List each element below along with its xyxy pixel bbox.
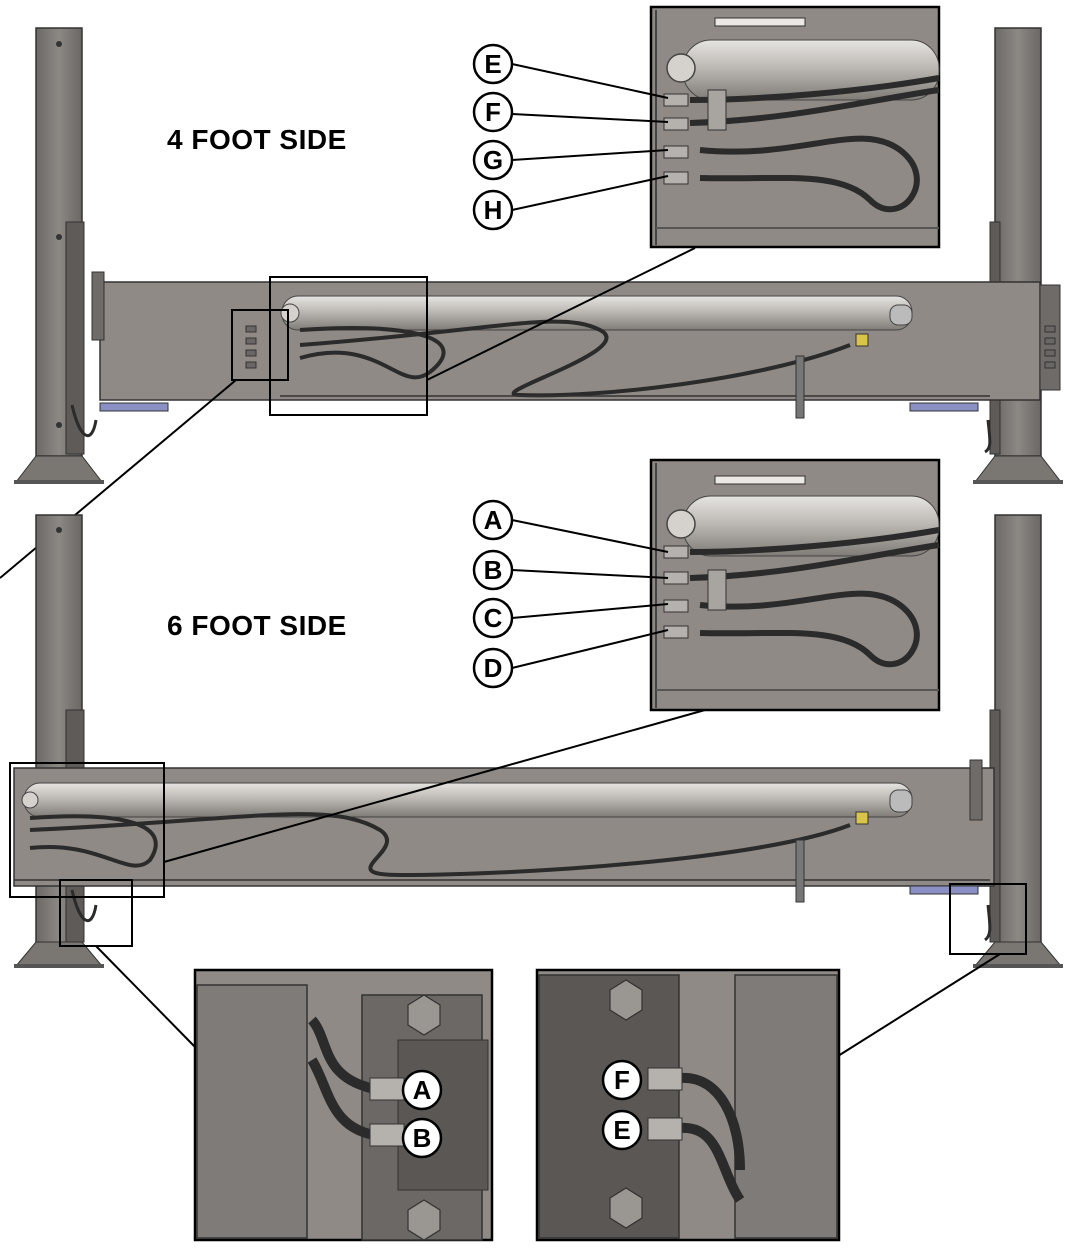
six-foot-assembly — [9, 514, 1063, 968]
callout-C-middle: C — [472, 597, 514, 639]
svg-text:C: C — [484, 603, 503, 633]
callout-G-top: G — [472, 139, 514, 181]
four-foot-assembly — [14, 27, 1063, 484]
svg-text:F: F — [485, 97, 501, 127]
callout-F-bottom: F — [601, 1059, 643, 1101]
callout-F-top: F — [472, 91, 514, 133]
svg-text:E: E — [484, 49, 501, 79]
svg-text:B: B — [413, 1123, 432, 1153]
zoom-inset-left-foot — [193, 968, 494, 1242]
detail-box-right-foot — [949, 883, 1027, 955]
svg-text:A: A — [413, 1075, 432, 1105]
right-post-bottom — [994, 514, 1042, 946]
callout-E-top: E — [472, 43, 514, 85]
zoom-inset-middle — [649, 458, 941, 712]
callout-E-bottom: E — [601, 1109, 643, 1151]
zoom-inset-top — [649, 5, 941, 249]
svg-text:B: B — [484, 555, 503, 585]
zoom-inset-right-foot — [535, 968, 841, 1242]
svg-text:H: H — [484, 195, 503, 225]
four-foot-side-label: 4 FOOT SIDE — [167, 124, 347, 155]
callout-D-middle: D — [472, 647, 514, 689]
detail-box-small-top — [231, 309, 289, 381]
callout-A-bottom: A — [401, 1069, 443, 1111]
detail-box-large-top — [269, 276, 428, 416]
svg-text:A: A — [484, 505, 503, 535]
svg-text:G: G — [483, 145, 503, 175]
callout-B-bottom: B — [401, 1117, 443, 1159]
svg-text:E: E — [613, 1115, 630, 1145]
callout-B-middle: B — [472, 549, 514, 591]
callout-A-middle: A — [472, 499, 514, 541]
svg-text:D: D — [484, 653, 503, 683]
six-foot-side-label: 6 FOOT SIDE — [167, 610, 347, 641]
callout-H-top: H — [472, 189, 514, 231]
svg-text:F: F — [614, 1065, 630, 1095]
detail-box-beam-bottom — [9, 762, 165, 898]
